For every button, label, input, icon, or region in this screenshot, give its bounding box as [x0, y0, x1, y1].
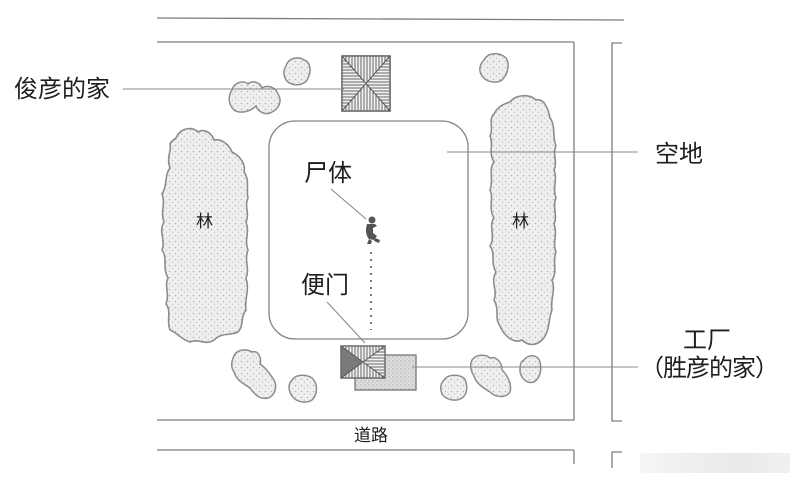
label-corpse: 尸体 [304, 159, 352, 187]
label-factory: 工厂 [683, 326, 731, 354]
label-shengyan-house: （胜彦的家） [640, 354, 779, 382]
property-boundary [157, 42, 575, 421]
forest-left [160, 127, 249, 344]
top-road [156, 17, 625, 43]
label-forest-left: 林 [196, 212, 213, 232]
label-forest-right: 林 [512, 212, 529, 232]
open-ground-area [268, 120, 469, 340]
bottom-road [157, 449, 575, 464]
leader-lines [123, 88, 638, 368]
watermark-blur [640, 453, 790, 473]
label-road: 道路 [354, 426, 388, 446]
bushes [228, 53, 542, 403]
label-junyan-house: 俊彦的家 [14, 75, 110, 103]
corpse-figure [365, 216, 380, 244]
label-side-door: 便门 [301, 271, 349, 299]
junyan-house [341, 55, 391, 112]
side-door-building [340, 345, 386, 379]
label-open-ground: 空地 [655, 140, 703, 168]
right-road [611, 42, 622, 468]
forest-right [489, 94, 557, 346]
